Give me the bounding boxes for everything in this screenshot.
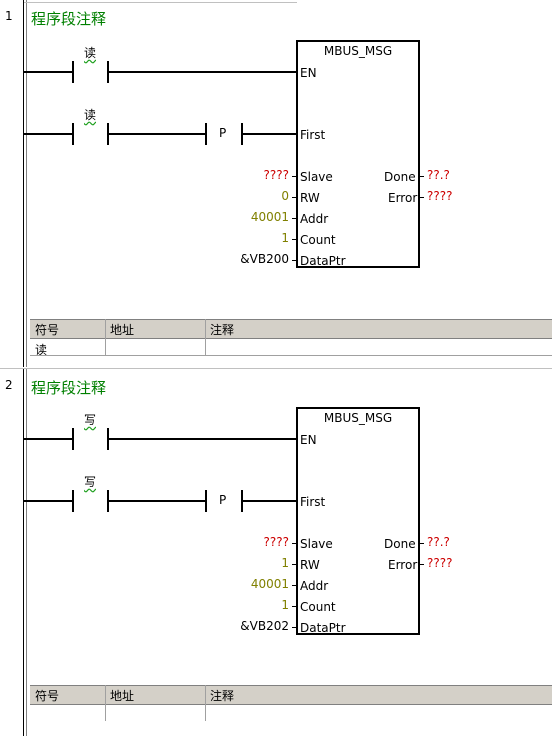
pin-error: Error <box>388 558 418 572</box>
arg-addr[interactable]: 40001 <box>250 577 289 591</box>
col-address[interactable]: 地址 <box>110 323 135 337</box>
pin-done: Done <box>384 170 416 184</box>
symbol-table[interactable]: 符号 地址 注释 读 <box>30 319 552 357</box>
arg-slave[interactable]: ???? <box>263 535 289 549</box>
arg-count[interactable]: 1 <box>281 598 289 612</box>
col-symbol[interactable]: 符号 <box>35 323 60 337</box>
pin-slave: Slave <box>300 170 333 184</box>
pin-rw: RW <box>300 191 320 205</box>
network-1[interactable]: 1 程序段注释 读 读 P MBUS_MSG EN First Slave RW… <box>0 0 552 367</box>
arg-error[interactable]: ???? <box>427 189 453 203</box>
symbol-table-header <box>30 319 552 339</box>
pin-error: Error <box>388 191 418 205</box>
block-name: MBUS_MSG <box>323 411 393 425</box>
contact-label[interactable]: 读 <box>84 108 97 122</box>
arg-count[interactable]: 1 <box>281 231 289 245</box>
arg-dataptr[interactable]: &VB200 <box>240 252 289 266</box>
power-rail <box>23 0 24 367</box>
col-symbol[interactable]: 符号 <box>35 689 60 703</box>
arg-error[interactable]: ???? <box>427 556 453 570</box>
pin-dataptr: DataPtr <box>300 621 346 635</box>
mbus-msg-block[interactable]: MBUS_MSG EN First Slave RW Addr Count Da… <box>296 407 420 635</box>
cell-symbol[interactable]: 读 <box>35 343 48 357</box>
p-contact-left-bar[interactable] <box>205 490 207 512</box>
symbol-table-header <box>30 685 552 705</box>
col-comment[interactable]: 注释 <box>210 689 235 703</box>
pin-addr: Addr <box>300 212 329 226</box>
pin-first: First <box>300 495 326 509</box>
contact-label[interactable]: 写 <box>84 413 97 427</box>
pin-rw: RW <box>300 558 320 572</box>
contact-right-bar[interactable] <box>107 428 109 450</box>
positive-edge-label: P <box>219 493 227 507</box>
arg-done[interactable]: ??.? <box>427 535 450 549</box>
pin-count: Count <box>300 600 336 614</box>
contact-right-bar[interactable] <box>107 61 109 83</box>
p-contact-right-bar[interactable] <box>241 490 243 512</box>
arg-done[interactable]: ??.? <box>427 168 450 182</box>
pin-done: Done <box>384 537 416 551</box>
col-address[interactable]: 地址 <box>110 689 135 703</box>
block-name: MBUS_MSG <box>323 44 393 58</box>
col-comment[interactable]: 注释 <box>210 323 235 337</box>
contact-label[interactable]: 写 <box>84 475 97 489</box>
power-rail <box>23 369 24 736</box>
pin-dataptr: DataPtr <box>300 254 346 268</box>
p-contact-right-bar[interactable] <box>241 123 243 145</box>
arg-dataptr[interactable]: &VB202 <box>240 619 289 633</box>
mbus-msg-block[interactable]: MBUS_MSG EN First Slave RW Addr Count Da… <box>296 40 420 268</box>
contact-right-bar[interactable] <box>107 123 109 145</box>
contact-label[interactable]: 读 <box>84 46 97 60</box>
network-number: 1 <box>5 9 13 23</box>
network-title[interactable]: 程序段注释 <box>31 10 107 28</box>
network-title[interactable]: 程序段注释 <box>31 379 107 397</box>
positive-edge-label: P <box>219 126 227 140</box>
arg-addr[interactable]: 40001 <box>250 210 289 224</box>
network-number: 2 <box>5 378 13 392</box>
contact-left-bar[interactable] <box>72 490 74 512</box>
contact-left-bar[interactable] <box>72 61 74 83</box>
pin-en: EN <box>300 66 317 80</box>
pin-count: Count <box>300 233 336 247</box>
arg-rw[interactable]: 1 <box>281 556 289 570</box>
contact-left-bar[interactable] <box>72 428 74 450</box>
pin-en: EN <box>300 433 317 447</box>
symbol-table[interactable]: 符号 地址 注释 <box>30 685 552 722</box>
network-divider <box>0 368 552 369</box>
pin-first: First <box>300 128 326 142</box>
pin-addr: Addr <box>300 579 329 593</box>
pin-slave: Slave <box>300 537 333 551</box>
arg-slave[interactable]: ???? <box>263 168 289 182</box>
contact-left-bar[interactable] <box>72 123 74 145</box>
network-2[interactable]: 2 程序段注释 写 写 P MBUS_MSG EN First Slave RW… <box>0 369 552 736</box>
arg-rw[interactable]: 0 <box>281 189 289 203</box>
contact-right-bar[interactable] <box>107 490 109 512</box>
p-contact-left-bar[interactable] <box>205 123 207 145</box>
